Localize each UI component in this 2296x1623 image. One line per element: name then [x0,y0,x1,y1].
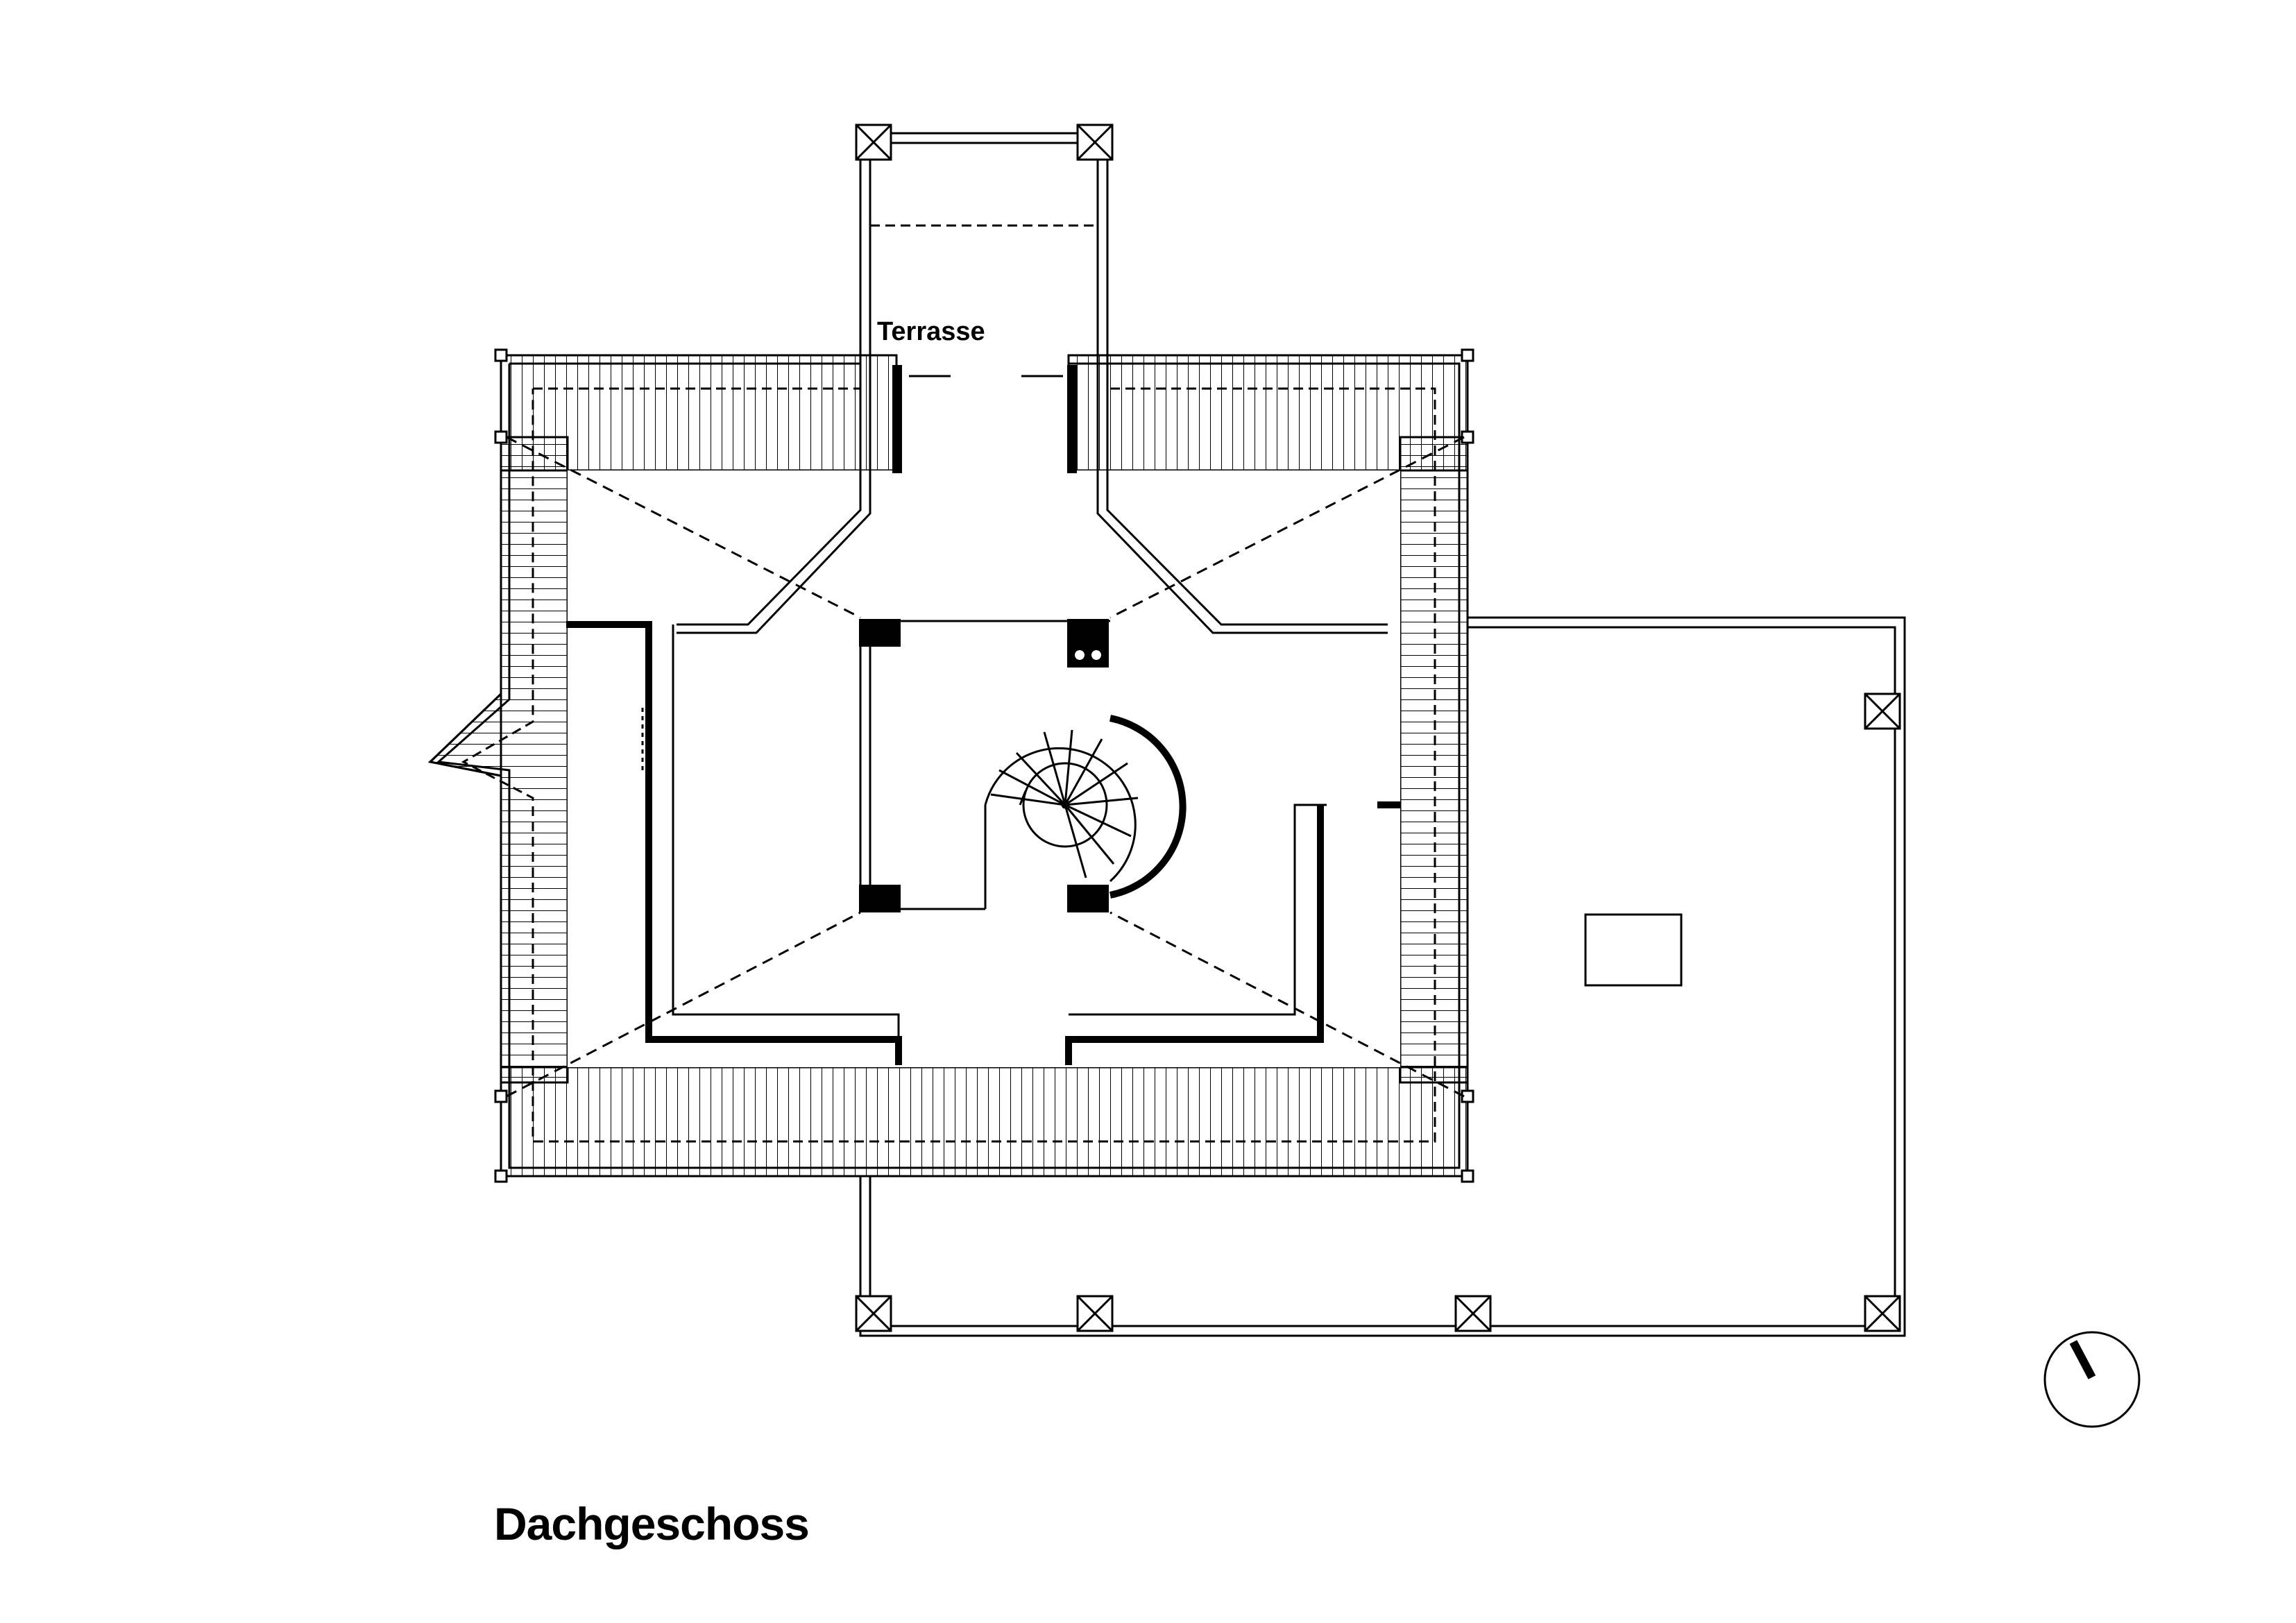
interior-walls [566,621,1400,1065]
terrace-wall-stubs [892,365,1077,473]
post-icon [855,124,892,161]
terrace-top [677,132,1388,634]
spiral-stair-icon [984,715,1187,899]
post-icon [1864,692,1901,730]
roof-band-left [500,436,569,1084]
core-room-pillars [859,619,1109,912]
chimney-icon [1067,619,1109,668]
post-icon [1076,124,1114,161]
roof-dormer-left [427,691,502,777]
skylight-icon [1584,913,1683,987]
post-icon [1076,1295,1114,1332]
post-icon [1454,1295,1492,1332]
post-icon [1864,1295,1901,1332]
post-icon [855,1295,892,1332]
terrace-posts-right [855,692,1901,1332]
roof-eaves [500,354,1469,1178]
room-label-terrasse: Terrasse [877,317,985,346]
terrace-posts-top [855,124,1114,161]
roof-band-bottom [500,1066,1469,1178]
north-arrow-icon [2043,1331,2141,1428]
drawing-title: Dachgeschoss [494,1498,810,1549]
